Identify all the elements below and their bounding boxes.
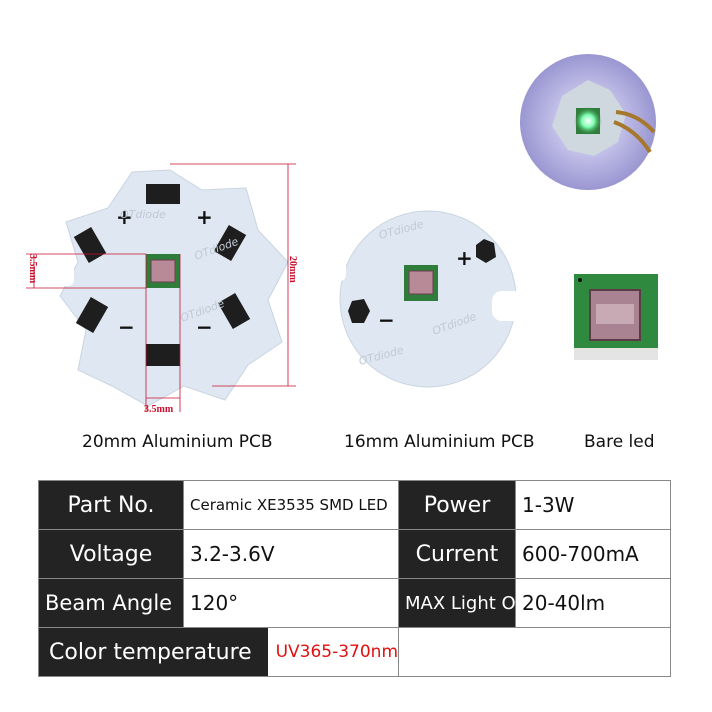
watermark: OTdiode xyxy=(120,208,166,221)
pad xyxy=(217,293,251,329)
caption-20mm-pcb: 20mm Aluminium PCB xyxy=(82,432,273,452)
max-light-output-label: MAX Light Output(lm) xyxy=(398,578,516,628)
part-no-label: Part No. xyxy=(38,480,184,530)
plus-mark: + xyxy=(196,205,213,229)
power-label: Power xyxy=(398,480,516,530)
pad xyxy=(213,225,247,261)
table-row: Beam Angle 120° MAX Light Output(lm) 20-… xyxy=(38,578,671,628)
caption-bare-led: Bare led xyxy=(584,432,655,452)
current-value: 600-700mA xyxy=(515,529,671,579)
table-row: Part No. Ceramic XE3535 SMD LED Power 1-… xyxy=(38,480,671,530)
pcb-16mm-diagram: + − OTdiode OTdiode OTdiode xyxy=(330,210,530,388)
max-light-output-value: 20-40lm xyxy=(515,578,671,628)
pad xyxy=(348,299,370,323)
part-no-value: Ceramic XE3535 SMD LED xyxy=(183,480,399,530)
color-temperature-value: UV365-370nm xyxy=(267,628,398,676)
plus-mark: + xyxy=(116,205,133,229)
caption-16mm-pcb: 16mm Aluminium PCB xyxy=(344,432,535,452)
minus-mark: − xyxy=(378,308,395,332)
voltage-value: 3.2-3.6V xyxy=(183,529,399,579)
dimension-3-5mm-bottom: 3.5mm xyxy=(144,404,174,415)
dimension-20mm: 20mm xyxy=(287,256,298,283)
minus-mark: − xyxy=(196,315,213,339)
pad xyxy=(476,239,496,263)
empty-cell xyxy=(398,627,671,677)
minus-mark: − xyxy=(118,315,135,339)
table-row: Color temperature UV365-370nm xyxy=(38,627,671,677)
beam-angle-value: 120° xyxy=(183,578,399,628)
voltage-label: Voltage xyxy=(38,529,184,579)
current-label: Current xyxy=(398,529,516,579)
color-temperature-label: Color temperature UV365-370nm xyxy=(38,627,399,677)
dimension-3-5mm-left: 3.5mm xyxy=(27,254,38,284)
bare-led-photo xyxy=(574,274,658,360)
pad xyxy=(146,184,180,204)
table-row: Voltage 3.2-3.6V Current 600-700mA xyxy=(38,529,671,579)
lit-led-photo xyxy=(520,54,656,190)
spec-table: Part No. Ceramic XE3535 SMD LED Power 1-… xyxy=(38,480,671,677)
pcb-20mm-diagram: + + − − OTdiode OTdiode OTdiode 20mm 3.5… xyxy=(26,163,298,415)
pad xyxy=(75,297,109,333)
beam-angle-label: Beam Angle xyxy=(38,578,184,628)
pad xyxy=(146,344,180,366)
color-temperature-label-text: Color temperature xyxy=(39,628,268,676)
plus-mark: + xyxy=(456,246,473,270)
power-value: 1-3W xyxy=(515,480,671,530)
